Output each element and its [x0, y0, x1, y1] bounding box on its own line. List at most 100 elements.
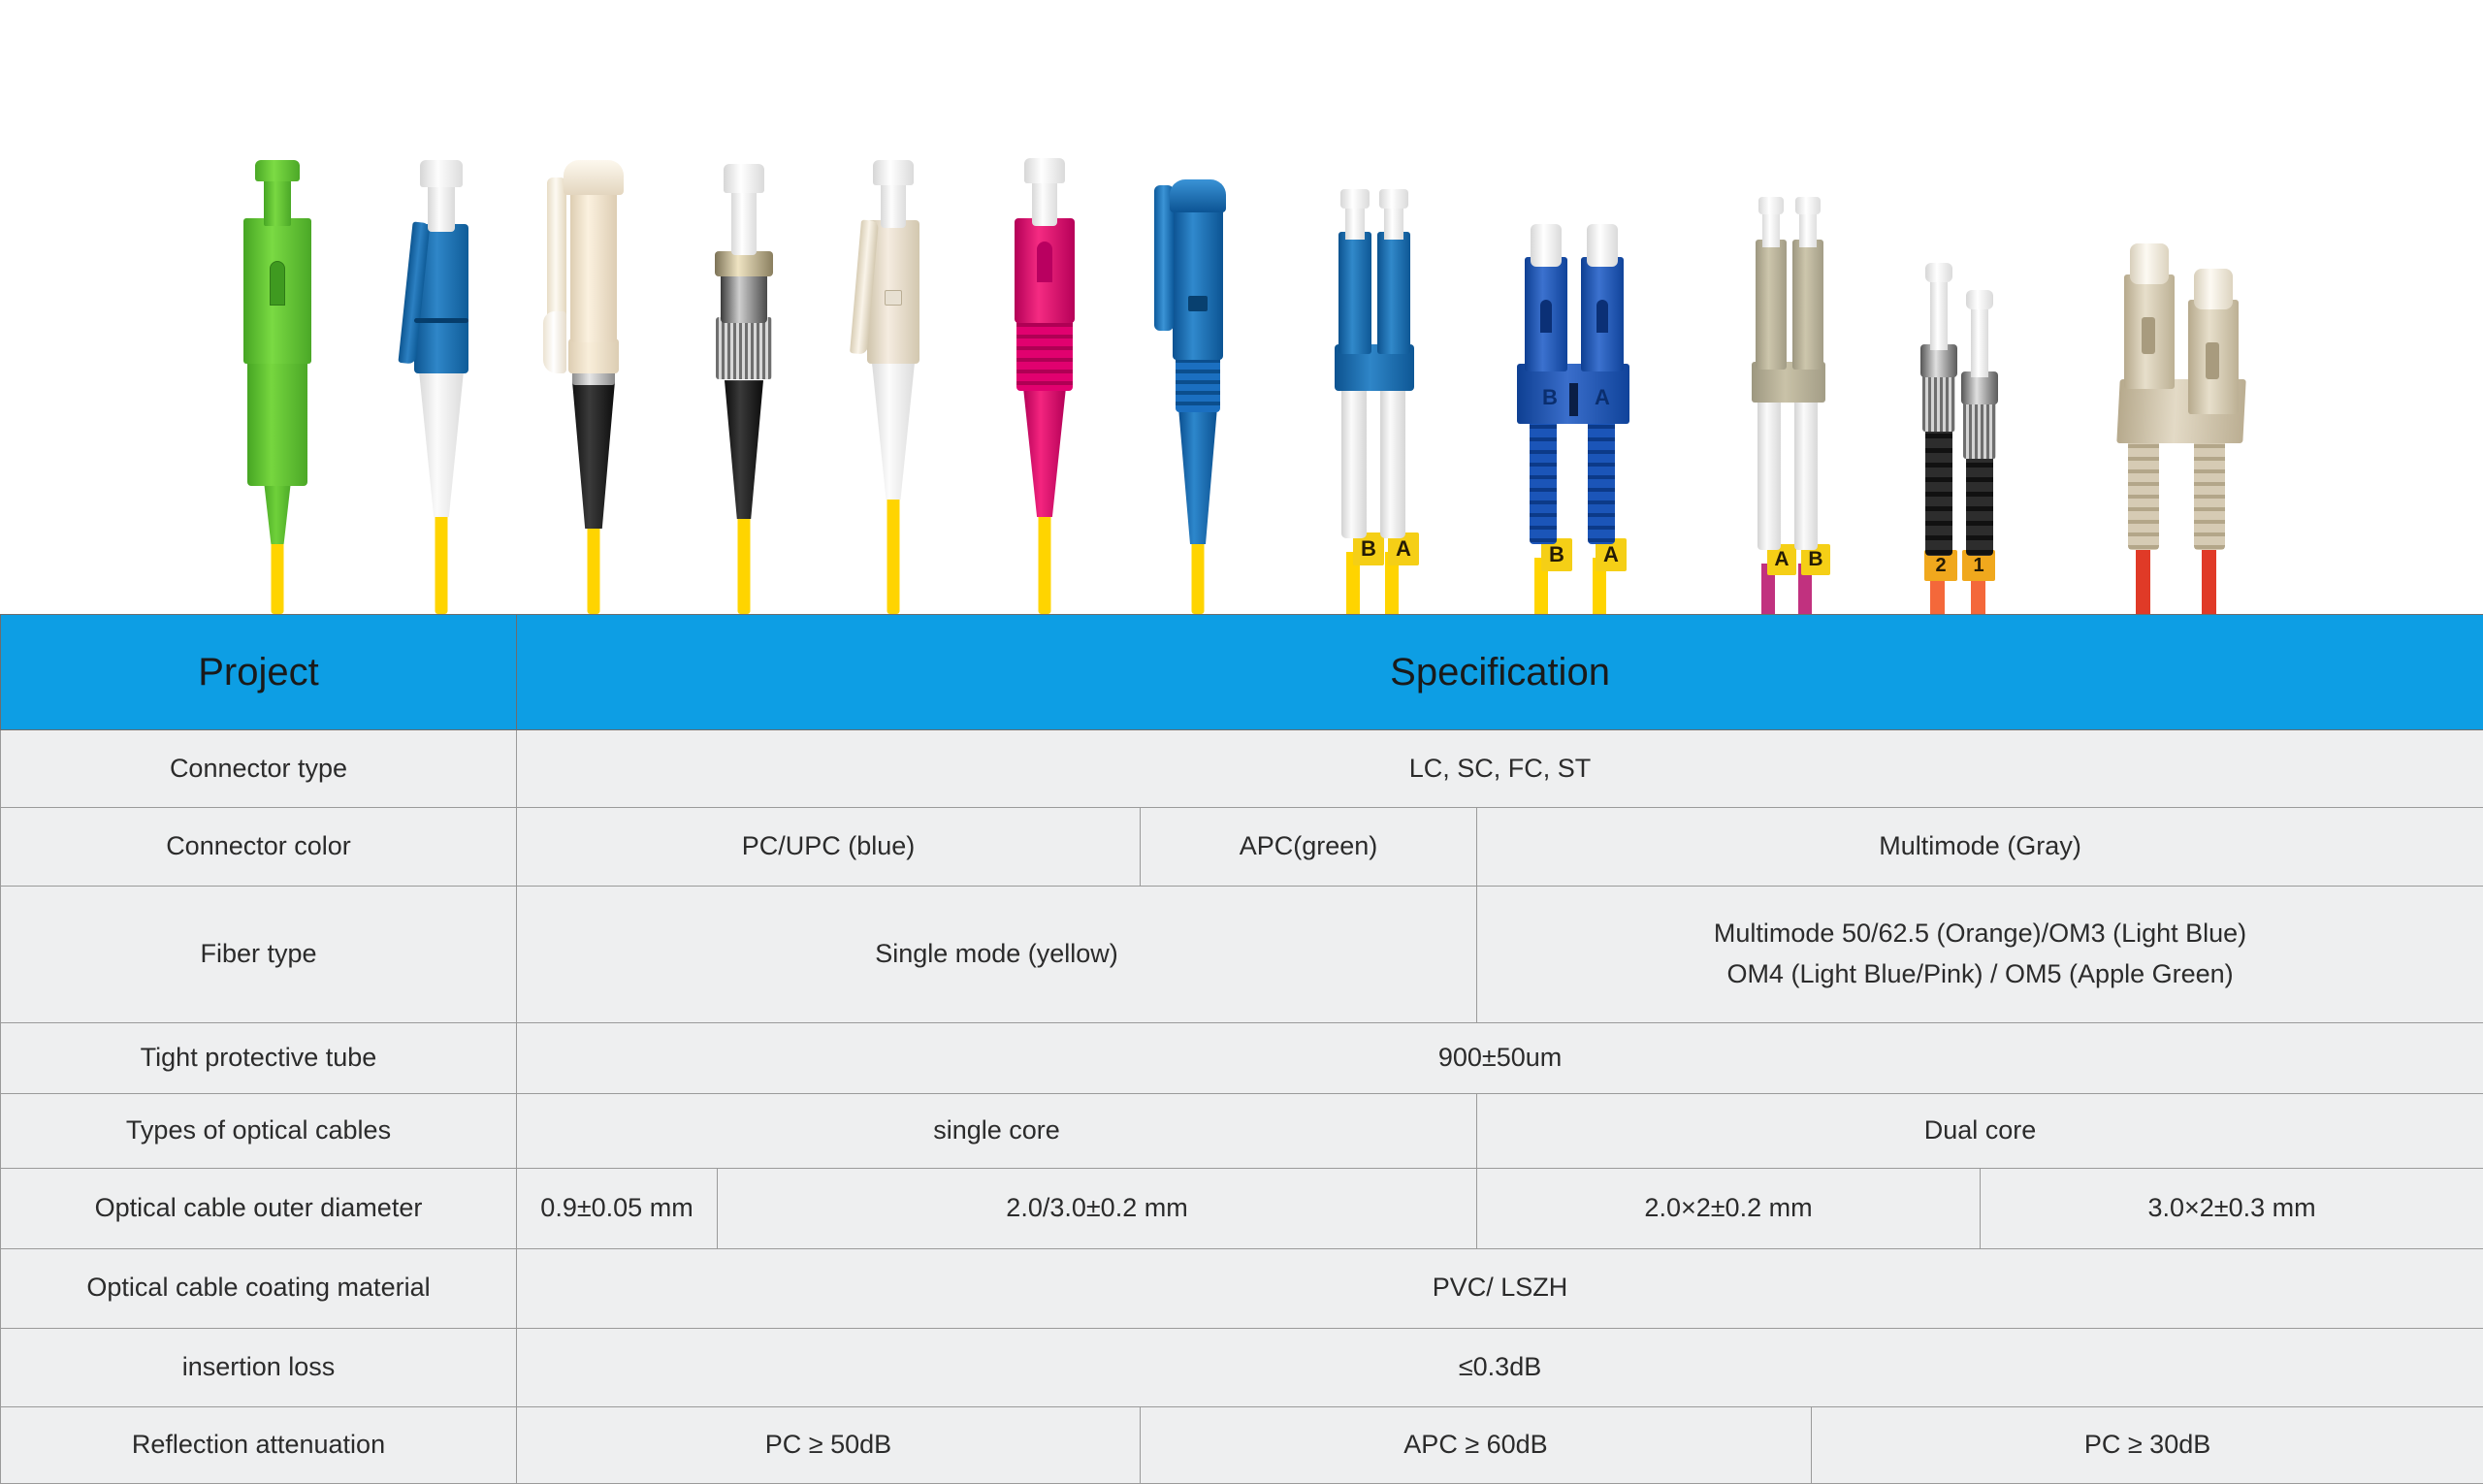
- row-value-connector-color-mm: Multimode (Gray): [1475, 806, 2483, 887]
- connector-cap-top: [2194, 269, 2233, 309]
- connector-ferrule-sleeve: [1345, 203, 1365, 240]
- row-value-connector-color-apc: APC(green): [1140, 806, 1477, 887]
- connector-cap-top: [1758, 197, 1784, 214]
- connector-row: B A B A B A: [0, 0, 2483, 614]
- duplex-clip-label-b: B: [1542, 385, 1558, 409]
- connector-cap-top: [1379, 189, 1408, 209]
- connector-knurled-nut: [1963, 399, 1996, 459]
- row-value-reflection-apc60: APC ≥ 60dB: [1140, 1406, 1812, 1484]
- connector-boot-black: [572, 381, 615, 529]
- connector-cap-top: [2130, 243, 2169, 284]
- row-value-dual-core: Dual core: [1475, 1092, 2483, 1169]
- connector-boot-blue: [1588, 416, 1615, 544]
- row-value-connector-type: LC, SC, FC, ST: [515, 729, 2483, 808]
- connector-cap-top: [1531, 224, 1562, 267]
- row-value-single-core: single core: [516, 1092, 1477, 1169]
- connector-lc-upc-blue: [388, 71, 495, 614]
- row-label-insertion-loss: insertion loss: [0, 1328, 517, 1408]
- connector-dust-cap: [264, 176, 291, 226]
- connector-cap-top: [255, 160, 300, 181]
- connector-cap-top: [1925, 263, 1952, 282]
- specification-table: Project Specification Connector type LC,…: [0, 613, 2483, 1484]
- connector-knurled-nut: [716, 317, 772, 379]
- connector-ferrule-sleeve: [731, 185, 757, 255]
- table-row: Fiber type Single mode (yellow) Multimod…: [0, 885, 2483, 1024]
- row-label-fiber-type: Fiber type: [0, 885, 517, 1024]
- connector-cap-top: [873, 160, 914, 185]
- row-label-outer-diameter: Optical cable outer diameter: [0, 1167, 517, 1249]
- fiber-lead-red: [2202, 544, 2216, 614]
- table-row: Tight protective tube 900±50um: [0, 1022, 2483, 1094]
- fiber-label-tag-b: B: [1353, 532, 1384, 565]
- fiber-lead-yellow: [737, 507, 751, 614]
- connector-boot-white: [419, 371, 464, 517]
- connector-boot-white: [1794, 393, 1818, 550]
- fiber-type-line-1: Multimode 50/62.5 (Orange)/OM3 (Light Bl…: [1713, 919, 2247, 949]
- connector-lc-duplex-om4: A B: [1736, 71, 1862, 614]
- connector-boot-white: [1380, 381, 1405, 538]
- connector-e2000-blue: [1145, 71, 1251, 614]
- connector-sc-duplex-blue: B A B A: [1498, 71, 1653, 614]
- header-cell-specification: Specification: [515, 613, 2483, 731]
- fiber-lead-yellow: [1038, 507, 1051, 614]
- connector-metal-barrel: [721, 269, 767, 323]
- connector-boot-white: [1341, 381, 1367, 538]
- connector-boot-white: [1757, 393, 1781, 550]
- connector-cap-top: [1340, 189, 1370, 209]
- connector-housing: [247, 360, 307, 486]
- connector-boot-blue: [1530, 416, 1557, 544]
- connector-collar: [568, 339, 619, 373]
- connector-boot-beige: [2128, 436, 2159, 550]
- connector-metal-ring: [715, 251, 773, 276]
- table-row: Optical cable coating material PVC/ LSZH: [0, 1247, 2483, 1330]
- row-value-coating-material: PVC/ LSZH: [515, 1247, 2483, 1330]
- connector-keyway: [2142, 317, 2155, 354]
- connector-cap-top: [564, 160, 624, 195]
- row-value-outer-diameter-4: 3.0×2±0.3 mm: [1979, 1167, 2483, 1249]
- connector-ferrule-sleeve: [1930, 276, 1948, 350]
- connector-latch-arm: [1154, 185, 1174, 331]
- row-value-outer-diameter-3: 2.0×2±0.2 mm: [1476, 1167, 1981, 1249]
- row-value-insertion-loss: ≤0.3dB: [515, 1328, 2483, 1408]
- connector-ferrule-sleeve: [428, 181, 455, 232]
- connector-keyway: [270, 261, 285, 306]
- row-label-coating-material: Optical cable coating material: [0, 1247, 517, 1330]
- row-label-tight-protective-tube: Tight protective tube: [0, 1022, 517, 1094]
- connector-housing: [1173, 205, 1223, 360]
- fiber-lead-yellow: [1385, 552, 1399, 614]
- connector-boot-beige: [2194, 436, 2225, 550]
- connector-ferrule-sleeve: [1971, 304, 1988, 377]
- connector-ferrule-sleeve: [1032, 176, 1057, 226]
- table-row: Connector color PC/UPC (blue) APC(green)…: [0, 806, 2483, 887]
- connector-boot-white: [872, 363, 915, 500]
- row-value-outer-diameter-2: 2.0/3.0±0.2 mm: [717, 1167, 1477, 1249]
- connector-cap-top: [1795, 197, 1821, 214]
- row-value-fiber-type-sm: Single mode (yellow): [516, 885, 1477, 1024]
- connector-fc-metal: [691, 71, 797, 614]
- connector-boot-black: [725, 380, 763, 519]
- fiber-type-line-2: OM4 (Light Blue/Pink) / OM5 (Apple Green…: [1726, 958, 2234, 988]
- connector-keyway: [2206, 342, 2219, 379]
- fiber-lead-magenta: [1798, 564, 1812, 614]
- connector-keyway: [1037, 242, 1052, 282]
- connector-st-duplex-multimode: 2 1: [1901, 71, 2047, 614]
- connector-keyway: [1540, 300, 1552, 333]
- connector-sc-duplex-beige: [2095, 71, 2279, 614]
- connector-cap-top: [1587, 224, 1618, 267]
- table-row: Optical cable outer diameter 0.9±0.05 mm…: [0, 1167, 2483, 1249]
- connector-keyway: [1596, 300, 1608, 333]
- table-row: Reflection attenuation PC ≥ 50dB APC ≥ 6…: [0, 1406, 2483, 1484]
- table-row: insertion loss ≤0.3dB: [0, 1328, 2483, 1408]
- connector-lc-magenta: [991, 71, 1098, 614]
- row-value-reflection-pc30: PC ≥ 30dB: [1810, 1406, 2483, 1484]
- row-label-connector-type: Connector type: [0, 729, 517, 808]
- connector-keyway: [1188, 296, 1208, 311]
- connector-housing: [1792, 240, 1823, 370]
- table-header-row: Project Specification: [0, 613, 2483, 731]
- fiber-lead-orange: [1971, 571, 1985, 614]
- connector-cap-top: [1024, 158, 1065, 183]
- connector-cap-top: [724, 164, 764, 193]
- connector-grip: [1176, 352, 1220, 412]
- header-cell-project: Project: [0, 613, 517, 731]
- fiber-lead-orange: [1930, 571, 1945, 614]
